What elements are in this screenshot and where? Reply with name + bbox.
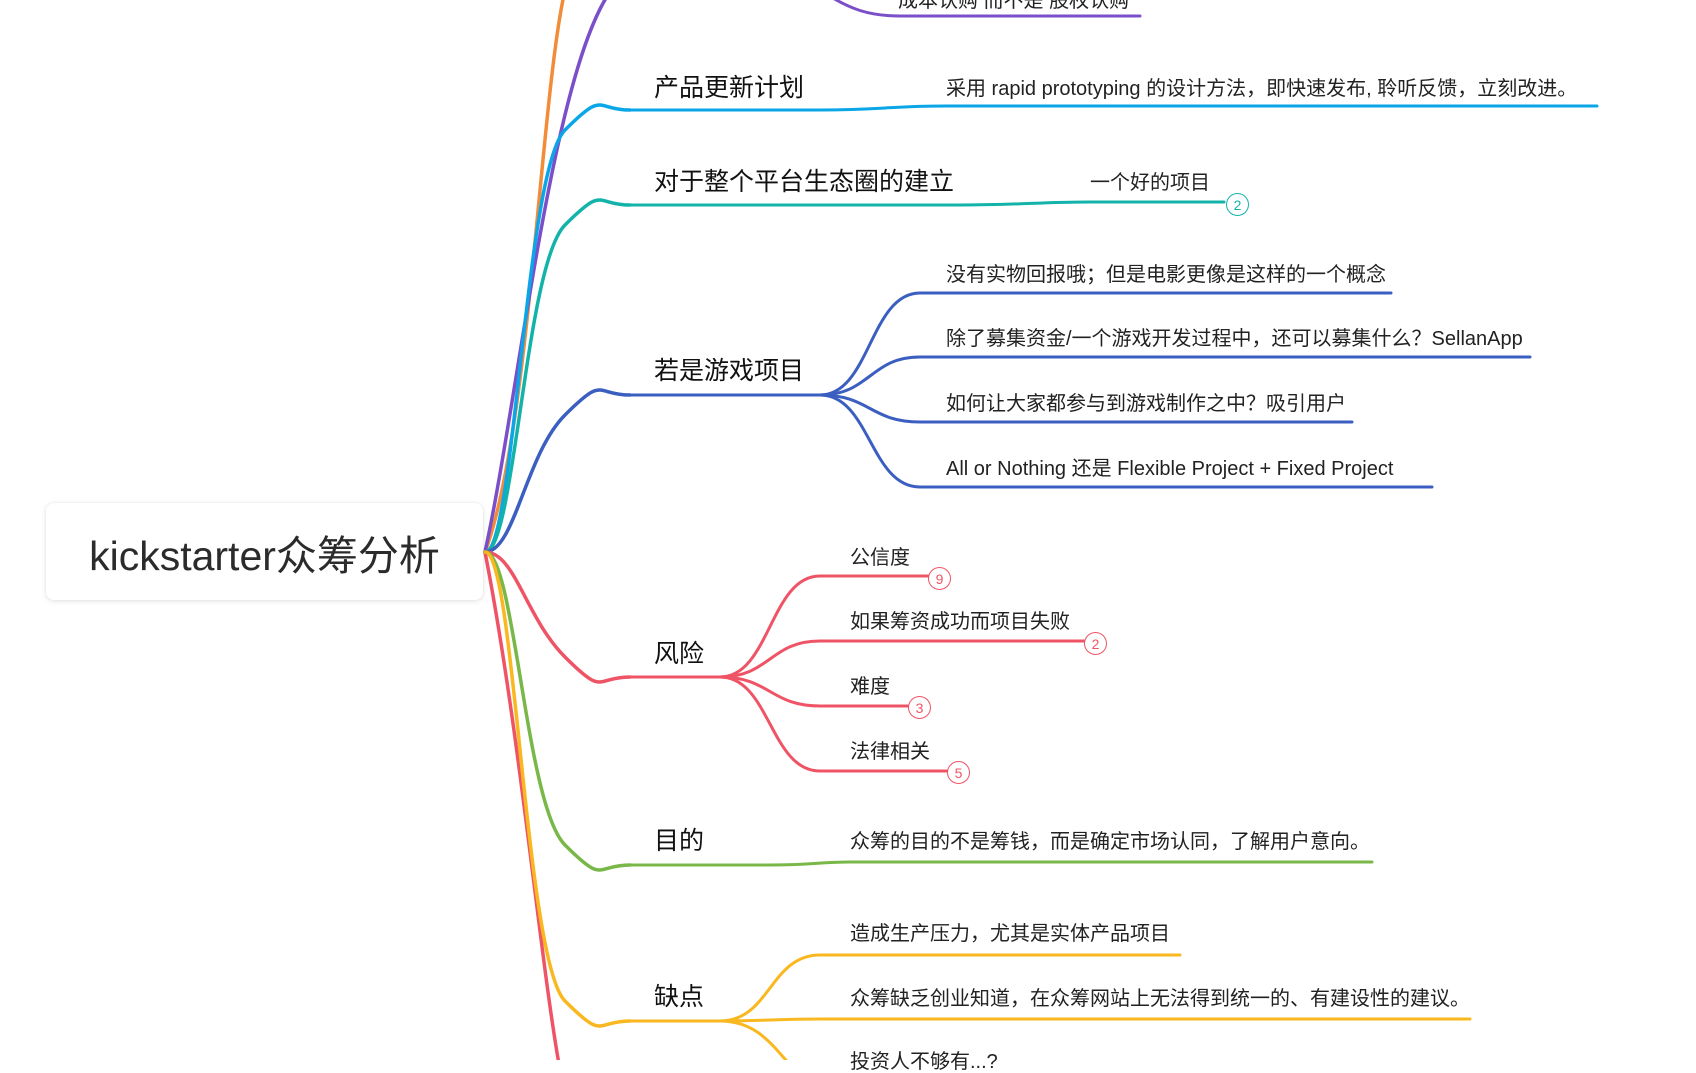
topic-game-child-3[interactable]: 如何让大家都参与到游戏制作之中？吸引用户 xyxy=(946,393,1346,415)
connector-purpose-detail xyxy=(628,860,1374,867)
connector-ecosystem xyxy=(483,198,632,554)
topic-product-update[interactable]: 产品更新计划 xyxy=(654,74,805,102)
topic-project-failure[interactable]: 如果筹资成功而项目失败 xyxy=(850,611,1070,633)
connector-drawback-child xyxy=(718,953,1182,1023)
topic-drawbacks[interactable]: 缺点 xyxy=(654,983,705,1011)
connector-purpose xyxy=(483,550,632,872)
topic-good-project[interactable]: 一个好的项目 xyxy=(1090,172,1210,194)
topic-lack-guidance[interactable]: 众筹缺乏创业知道，在众筹网站上无法得到统一的、有建设性的建议。 xyxy=(850,988,1470,1010)
connector-risk-child xyxy=(718,675,910,708)
collapsed-count-badge[interactable]: 3 xyxy=(908,696,931,719)
topic-purpose[interactable]: 目的 xyxy=(654,827,705,855)
collapsed-count-badge[interactable]: 2 xyxy=(1226,193,1249,216)
topic-game-child-2[interactable]: 除了募集资金/一个游戏开发过程中，还可以募集什么？SellanApp xyxy=(946,328,1523,350)
connector-good-project xyxy=(628,200,1226,207)
connector-red-bottom xyxy=(483,550,561,1060)
topic-game-child-4[interactable]: All or Nothing 还是 Flexible Project + Fix… xyxy=(946,458,1394,480)
connector-drawback-child xyxy=(718,1019,788,1060)
connector-risk-child xyxy=(718,574,930,679)
connector-risk xyxy=(483,550,632,684)
connector-game-child xyxy=(818,393,1434,489)
connector-purple-child xyxy=(833,0,1142,18)
root-topic[interactable]: kickstarter众筹分析 xyxy=(46,503,483,600)
connector-drawback-child xyxy=(718,1017,1472,1023)
connector-risk-child xyxy=(718,639,1086,679)
topic-cost-subscription[interactable]: 成本认购 而不是 股权认购 xyxy=(898,0,1130,12)
connector-drawbacks xyxy=(483,550,632,1028)
topic-credibility[interactable]: 公信度 xyxy=(850,547,910,569)
topic-investors[interactable]: 投资人不够有...? xyxy=(850,1051,998,1073)
topic-game-project[interactable]: 若是游戏项目 xyxy=(654,357,805,385)
connector-game-child xyxy=(818,291,1393,397)
connector-rapid xyxy=(628,104,1599,112)
connector-game xyxy=(483,388,632,554)
connector-risk-child xyxy=(718,675,949,773)
connector-game-child xyxy=(818,393,1354,424)
topic-purpose-detail[interactable]: 众筹的目的不是筹钱，而是确定市场认同，了解用户意向。 xyxy=(850,831,1370,853)
connector-product-update xyxy=(483,103,632,554)
topic-production-pressure[interactable]: 造成生产压力，尤其是实体产品项目 xyxy=(850,923,1170,945)
connector-orange xyxy=(483,0,565,554)
root-topic-label: kickstarter众筹分析 xyxy=(89,532,440,579)
collapsed-count-badge[interactable]: 5 xyxy=(947,761,970,784)
topic-game-child-1[interactable]: 没有实物回报哦；但是电影更像是这样的一个概念 xyxy=(946,264,1386,286)
topic-risk[interactable]: 风险 xyxy=(654,640,705,668)
topic-rapid-prototyping[interactable]: 采用 rapid prototyping 的设计方法，即快速发布, 聆听反馈，立… xyxy=(946,78,1578,100)
collapsed-count-badge[interactable]: 2 xyxy=(1084,632,1107,655)
topic-legal[interactable]: 法律相关 xyxy=(850,741,930,763)
connector-purple xyxy=(483,0,607,554)
connector-game-child xyxy=(818,355,1532,397)
collapsed-count-badge[interactable]: 9 xyxy=(928,567,951,590)
topic-ecosystem[interactable]: 对于整个平台生态圈的建立 xyxy=(654,168,955,196)
topic-difficulty[interactable]: 难度 xyxy=(850,676,890,698)
